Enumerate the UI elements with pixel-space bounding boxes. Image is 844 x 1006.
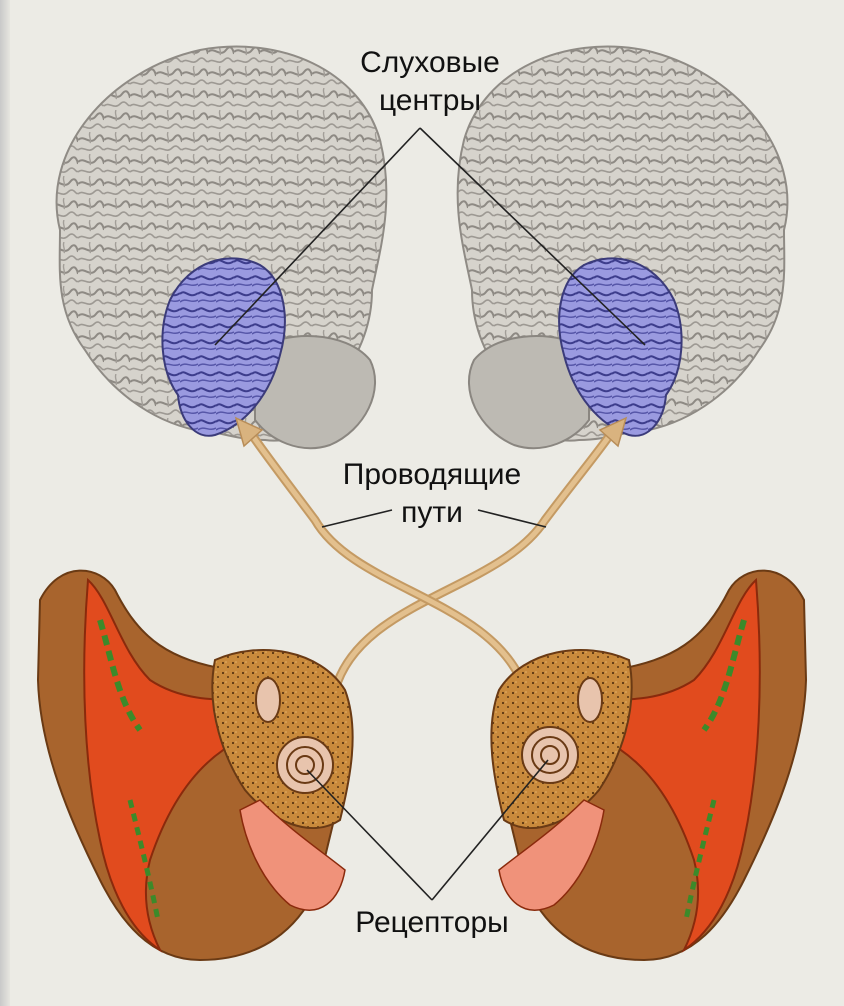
label-auditory-centers-line2: центры	[379, 84, 481, 117]
label-receptors: Рецепторы	[355, 906, 509, 939]
ear-cross-section-right-icon	[491, 571, 806, 960]
brain-right-hemisphere-icon	[458, 47, 788, 449]
ear-cross-section-left-icon	[38, 571, 353, 960]
leader-line-pathways-right	[478, 510, 546, 527]
label-pathways-line2: пути	[401, 496, 463, 529]
label-pathways-line1: Проводящие	[343, 458, 521, 491]
brain-left-hemisphere-icon	[57, 47, 387, 449]
label-auditory-centers-line1: Слуховые	[360, 46, 500, 79]
leader-line-pathways-left	[322, 510, 392, 527]
